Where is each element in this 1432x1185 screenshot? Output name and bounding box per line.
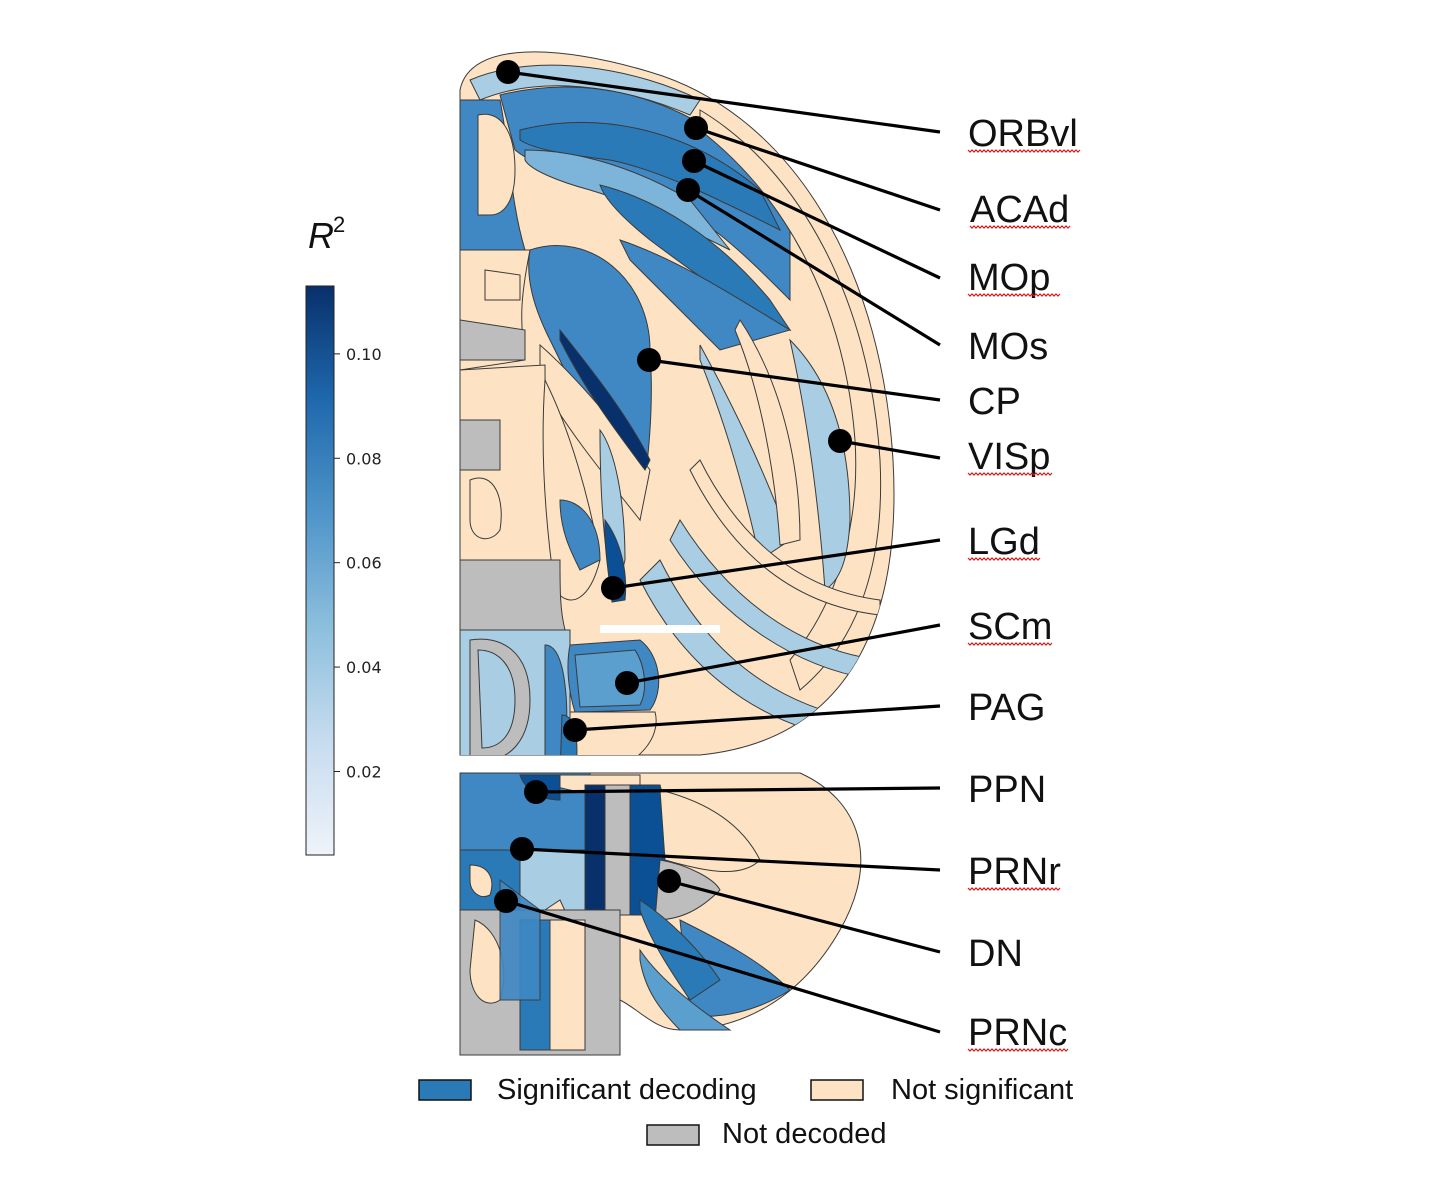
region-marker-dot: [657, 869, 681, 893]
legend-label-not-decoded: Not decoded: [722, 1118, 886, 1150]
spellcheck-underline: [967, 149, 1081, 153]
annotation-lgd: LGd: [601, 521, 1041, 600]
spellcheck-underline: [967, 1048, 1069, 1052]
legend-item-not-significant: Not significant: [810, 1074, 1073, 1106]
spellcheck-underline: [967, 557, 1041, 561]
spellcheck-underline: [969, 225, 1071, 229]
leader-line: [574, 704, 941, 732]
colorbar-tick-label: 0.08: [346, 449, 382, 468]
annotation-scm: SCm: [615, 606, 1052, 695]
region-marker-dot: [684, 116, 708, 140]
annotation-orbvl: ORBvl: [496, 60, 1081, 155]
leader-line: [687, 188, 941, 347]
annotation-mos: MOs: [676, 178, 1048, 368]
leader-line: [505, 899, 941, 1034]
colorbar-title-superscript: 2: [333, 212, 345, 237]
colorbar-tick-label: 0.06: [346, 554, 382, 573]
leader-line: [521, 847, 941, 872]
region-marker-dot: [524, 780, 548, 804]
spellcheck-underline: [967, 472, 1053, 476]
annotation-mop: MOp: [682, 149, 1061, 299]
region-label: LGd: [968, 521, 1040, 563]
annotation-visp: VISp: [828, 429, 1053, 478]
legend-item-not-decoded: Not decoded: [646, 1118, 886, 1150]
annotation-ppn: PPN: [524, 769, 1046, 811]
annotation-prnc: PRNc: [494, 889, 1069, 1054]
colorbar-tick-label: 0.02: [346, 762, 382, 781]
spellcheck-underline: [967, 642, 1053, 646]
annotation-prnr: PRNr: [510, 837, 1061, 893]
region-label: PRNc: [968, 1012, 1067, 1054]
region-label: PRNr: [968, 851, 1061, 893]
colorbar-title: R: [308, 215, 334, 256]
region-label: PAG: [968, 687, 1045, 729]
colorbar-ticks: 0.10 0.08 0.06 0.04 0.02: [334, 345, 382, 781]
colorbar-tick-label: 0.04: [346, 658, 382, 677]
brain-section-map: [459, 51, 895, 1056]
region-label: VISp: [968, 436, 1050, 478]
leader-line: [648, 358, 941, 402]
annotation-dn: DN: [657, 869, 1023, 975]
legend-swatch-not-significant: [810, 1079, 864, 1101]
region-label: MOs: [968, 326, 1048, 368]
leader-line: [839, 439, 941, 460]
region-marker-dot: [615, 671, 639, 695]
region-label: ORBvl: [968, 113, 1078, 155]
leader-line: [668, 879, 941, 954]
region-label: DN: [968, 933, 1023, 975]
region-marker-dot: [682, 149, 706, 173]
legend-swatch-not-decoded: [646, 1124, 700, 1146]
region-marker-dot: [676, 178, 700, 202]
region-marker-dot: [601, 576, 625, 600]
region-label: SCm: [968, 606, 1052, 648]
leader-line: [693, 159, 941, 280]
region-marker-dot: [637, 348, 661, 372]
annotation-cp: CP: [637, 348, 1021, 423]
spellcheck-underline: [967, 887, 1061, 891]
leader-line: [535, 786, 941, 794]
region-label: ACAd: [970, 189, 1069, 231]
colorbar-gradient: [305, 285, 335, 856]
legend-label-significant: Significant decoding: [497, 1074, 757, 1106]
legend-item-significant: Significant decoding: [418, 1074, 757, 1106]
annotation-pag: PAG: [563, 687, 1045, 742]
leader-line: [695, 126, 941, 212]
legend-label-not-significant: Not significant: [891, 1074, 1073, 1106]
region-marker-dot: [494, 889, 518, 913]
region-prnr: [584, 784, 606, 916]
leader-line: [612, 538, 941, 590]
legend: Significant decoding Not significant Not…: [418, 1074, 1073, 1150]
region-marker-dot: [563, 718, 587, 742]
annotation-acad: ACAd: [684, 116, 1071, 231]
region-marker-dot: [496, 60, 520, 84]
region-label: CP: [968, 381, 1021, 423]
region-marker-dot: [510, 837, 534, 861]
region-label: MOp: [968, 257, 1050, 299]
legend-swatch-significant: [418, 1079, 472, 1101]
region-marker-dot: [828, 429, 852, 453]
colorbar-tick-label: 0.10: [346, 345, 382, 364]
colorbar: R 2 0.10 0.08 0.06 0.04 0.02: [305, 212, 382, 856]
leader-line: [626, 623, 941, 685]
spellcheck-underline: [967, 293, 1061, 297]
region-label: PPN: [968, 769, 1046, 811]
leader-line: [507, 70, 941, 134]
